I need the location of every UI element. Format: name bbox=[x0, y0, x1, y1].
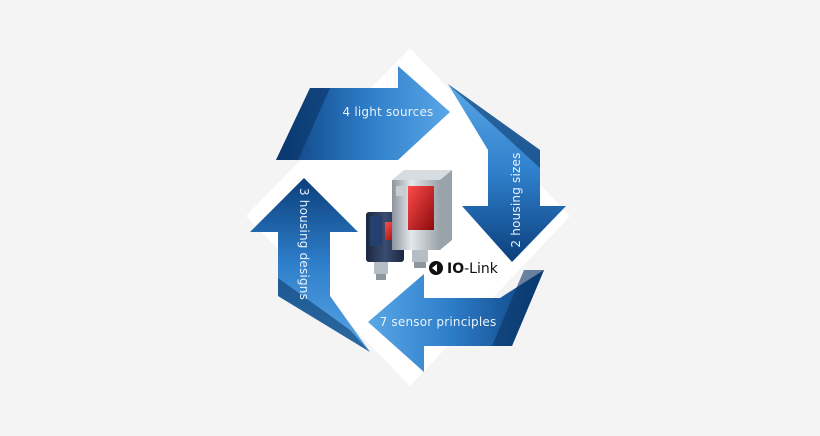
arrow-bottom-label: 7 sensor principles bbox=[380, 315, 497, 329]
arrow-left: 3 housing designs bbox=[250, 178, 370, 352]
arrow-top-label: 4 light sources bbox=[343, 105, 434, 119]
large-sensor-image bbox=[392, 170, 452, 268]
svg-text:IO-Link: IO-Link bbox=[447, 261, 499, 277]
io-link-logo-rest: -Link bbox=[464, 261, 499, 277]
arrow-right: 2 housing sizes bbox=[448, 84, 566, 262]
io-link-logo-bold: IO bbox=[447, 261, 464, 277]
arrow-left-label: 3 housing designs bbox=[297, 188, 311, 300]
arrow-right-label: 2 housing sizes bbox=[509, 152, 523, 247]
io-link-logo: IO-Link bbox=[429, 261, 499, 277]
arrow-top: 4 light sources bbox=[276, 66, 450, 160]
arrow-bottom: 7 sensor principles bbox=[368, 270, 544, 372]
